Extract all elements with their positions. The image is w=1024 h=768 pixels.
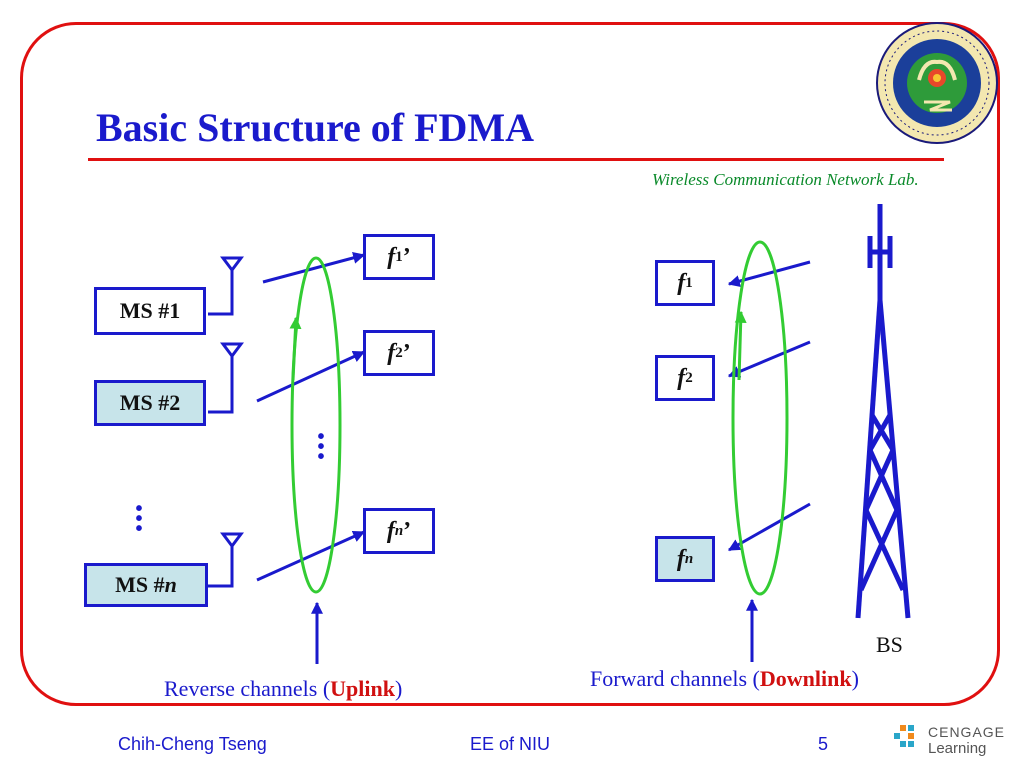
base-station-label: BS xyxy=(876,632,903,657)
downlink-green-arrow xyxy=(734,310,747,381)
cengage-logo: CENGAGE Learning xyxy=(890,722,1018,758)
footer-department: EE of NIU xyxy=(470,734,551,754)
slide-frame xyxy=(20,22,1000,706)
slide-title: Basic Structure of FDMA xyxy=(96,105,535,150)
uplink-channel-ellipse xyxy=(290,256,342,594)
page-number: 5 xyxy=(818,734,829,754)
ms-n-index: n xyxy=(164,572,177,597)
antenna-icon xyxy=(208,342,244,414)
downlink-arrow-2 xyxy=(727,340,811,378)
ms-2-box: MS #2 xyxy=(94,380,206,426)
cengage-name: CENGAGE xyxy=(928,724,1006,740)
antenna-icon xyxy=(208,256,244,316)
ms-1-box: MS #1 xyxy=(94,287,206,335)
cengage-logo-icon xyxy=(894,725,914,747)
uplink-arrow-2 xyxy=(256,350,366,403)
footer-author: Chih-Cheng Tseng xyxy=(118,734,267,754)
downlink-arrow-n xyxy=(727,502,811,552)
university-seal-icon xyxy=(876,22,998,144)
lab-name: Wireless Communication Network Lab. xyxy=(652,170,919,189)
uplink-channel-ellipsis: ••• xyxy=(317,426,325,468)
bs-tower-icon xyxy=(855,204,911,619)
antenna-icon xyxy=(208,532,244,588)
ms-ellipsis: ••• xyxy=(135,498,143,540)
ms-1-label: MS #1 xyxy=(119,298,181,323)
uplink-caption: Reverse channels (Uplink) xyxy=(164,676,403,701)
downlink-arrow-1 xyxy=(727,260,811,287)
ms-n-box: MS #n xyxy=(84,563,208,607)
ms-n-label: MS # xyxy=(115,572,165,597)
uplink-arrow-n xyxy=(256,530,366,582)
downlink-caption: Forward channels (Downlink) xyxy=(590,666,859,691)
cengage-learning: Learning xyxy=(928,740,987,757)
ms-2-label: MS #2 xyxy=(119,390,181,415)
uplink-green-arrow xyxy=(289,316,302,381)
title-underline xyxy=(88,158,944,161)
uplink-arrow-1 xyxy=(262,251,366,284)
downlink-channel-ellipse xyxy=(731,240,789,596)
